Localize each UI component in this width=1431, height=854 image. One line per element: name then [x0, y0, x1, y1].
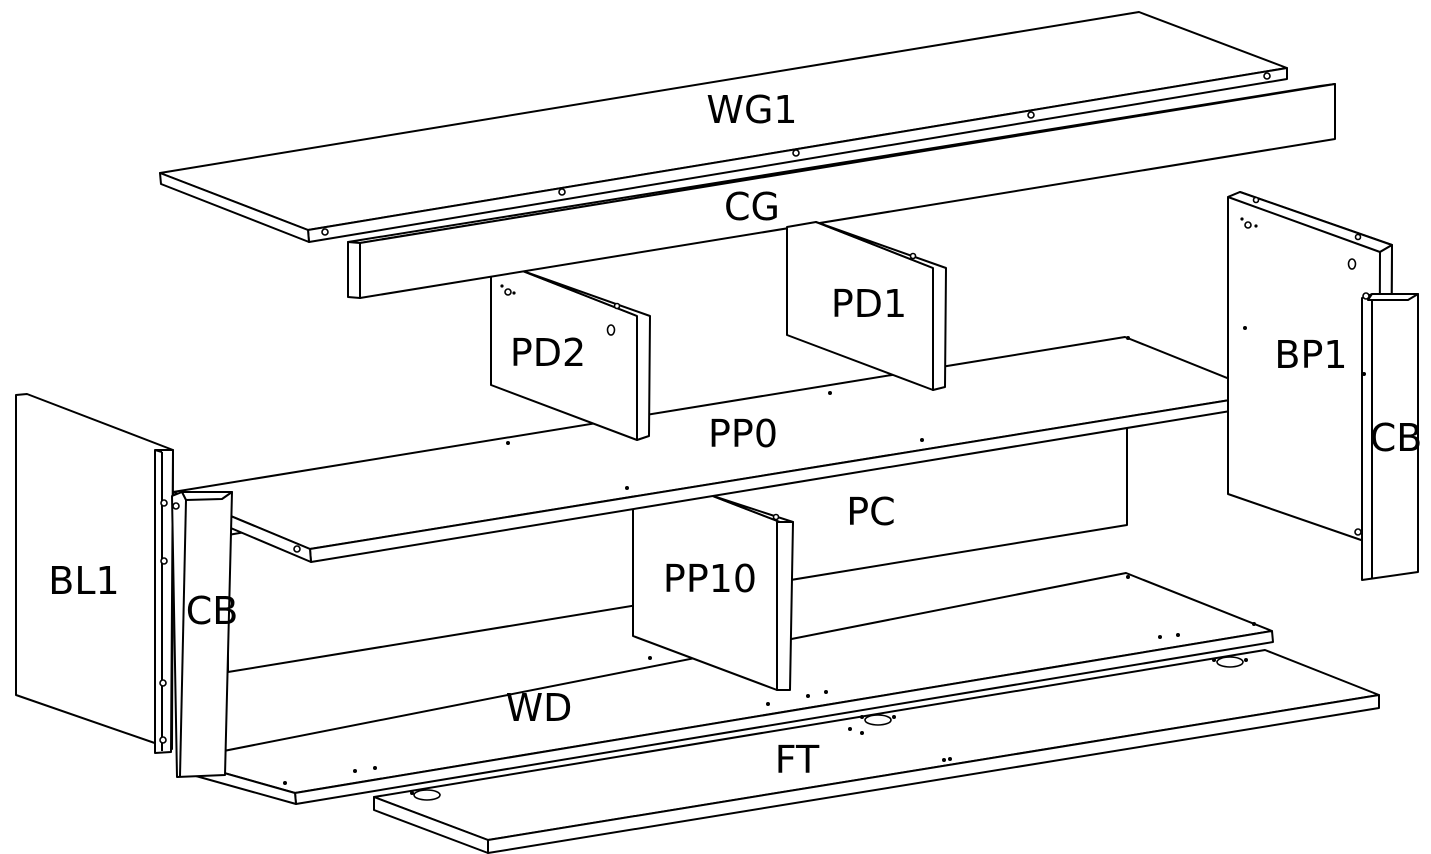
label-cg: CG	[724, 185, 780, 229]
label-pd2: PD2	[510, 331, 586, 375]
panel-pp10	[632, 494, 794, 691]
panel-cb-right	[1361, 292, 1419, 581]
label-cb-right: CB	[1370, 416, 1423, 460]
label-wd: WD	[506, 686, 573, 730]
panel-pd2	[490, 269, 651, 441]
panel-cg	[347, 83, 1336, 299]
panel-pd1	[786, 221, 947, 391]
panel-bl1	[15, 393, 174, 754]
panel-ft	[373, 649, 1380, 854]
label-cb-left: CB	[186, 589, 239, 633]
label-wg1: WG1	[706, 88, 797, 132]
label-ft: FT	[775, 738, 820, 782]
label-pp0: PP0	[708, 412, 778, 456]
panel-wg1	[159, 11, 1288, 243]
label-pd1: PD1	[831, 282, 907, 326]
label-bl1: BL1	[48, 559, 119, 603]
label-pc: PC	[846, 490, 895, 534]
label-pp10: PP10	[663, 557, 757, 601]
label-bp1: BP1	[1274, 333, 1347, 377]
panel-cb-left	[171, 491, 233, 778]
